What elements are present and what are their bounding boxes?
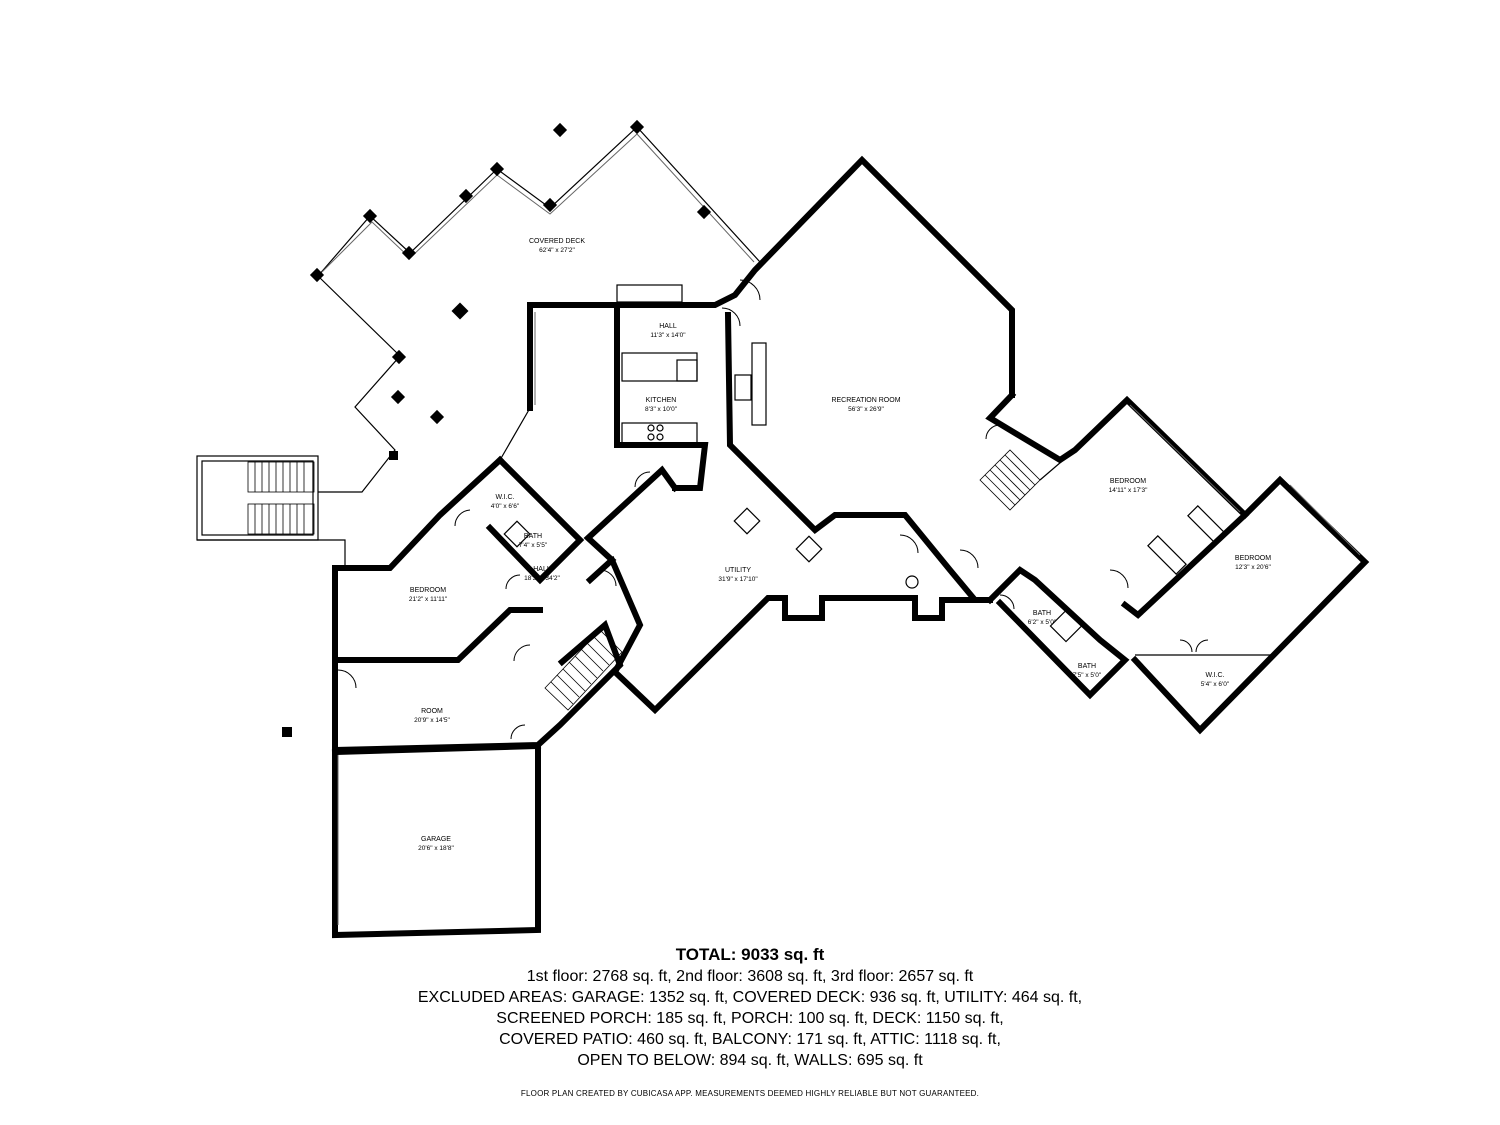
room-name-wic-right: W.I.C. (1205, 672, 1224, 679)
room-dim-bath-right: 7'5" x 5'0" (1073, 672, 1102, 679)
room-labels: COVERED DECK 62'4" x 27'2" HALL 11'3" x … (409, 238, 1272, 852)
room-dim-wic-left: 4'0" x 6'6" (491, 503, 520, 510)
room-dim-utility: 31'9" x 17'10" (718, 576, 758, 583)
room-dim-hall-top: 11'3" x 14'0" (650, 332, 686, 339)
room-name-bath-right: BATH (1078, 663, 1096, 670)
walls (331, 155, 1370, 939)
room-dim-bedroom-left: 21'2" x 11'11" (409, 596, 448, 603)
room-name-covered-deck: COVERED DECK (529, 238, 585, 245)
room-name-garage: GARAGE (421, 836, 451, 843)
room-name-bath-left: BATH (524, 533, 542, 540)
room-dim-room: 20'9" x 14'5" (414, 717, 450, 724)
excluded-areas-4: OPEN TO BELOW: 894 sq. ft, WALLS: 695 sq… (577, 1052, 923, 1069)
room-dim-bedroom-right1: 14'11" x 17'3" (1109, 487, 1148, 494)
room-name-bedroom-left: BEDROOM (410, 587, 446, 594)
room-name-wic-left: W.I.C. (495, 494, 514, 501)
room-name-recreation: RECREATION ROOM (831, 397, 900, 404)
room-name-utility: UTILITY (725, 567, 751, 574)
floor-areas: 1st floor: 2768 sq. ft, 2nd floor: 3608 … (526, 968, 974, 985)
room-name-bedroom-right2: BEDROOM (1235, 555, 1271, 562)
room-dim-recreation: 56'3" x 26'9" (848, 406, 884, 413)
room-name-kitchen: KITCHEN (646, 397, 677, 404)
area-summary: TOTAL: 9033 sq. ft 1st floor: 2768 sq. f… (0, 944, 1500, 1071)
disclaimer-footer: FLOOR PLAN CREATED BY CUBICASA APP. MEAS… (520, 1089, 980, 1098)
room-name-bedroom-right1: BEDROOM (1110, 478, 1146, 485)
doors (337, 279, 1209, 740)
room-dim-bath-mid: 6'2" x 5'0" (1028, 619, 1057, 626)
exterior-stairs (196, 455, 346, 568)
room-dim-covered-deck: 62'4" x 27'2" (539, 247, 575, 254)
room-name-hall-top: HALL (659, 323, 677, 330)
room-dim-kitchen: 8'3" x 10'0" (645, 406, 678, 413)
deck-posts (282, 119, 712, 737)
excluded-areas-1: EXCLUDED AREAS: GARAGE: 1352 sq. ft, COV… (417, 989, 1083, 1006)
covered-deck-outline (317, 126, 761, 493)
interior-details (337, 284, 1361, 925)
room-dim-garage: 20'6" x 18'8" (418, 845, 454, 852)
room-dim-bedroom-right2: 12'3" x 20'6" (1235, 564, 1271, 571)
excluded-areas-3: COVERED PATIO: 460 sq. ft, BALCONY: 171 … (499, 1031, 1001, 1048)
room-name-bath-mid: BATH (1033, 610, 1051, 617)
room-dim-hall-left: 18'3" x 34'2" (524, 575, 560, 582)
room-name-room: ROOM (421, 708, 443, 715)
room-dim-wic-right: 5'4" x 6'0" (1201, 681, 1230, 688)
room-name-hall-left: HALL (533, 566, 551, 573)
total-area: TOTAL: 9033 sq. ft (675, 945, 825, 964)
excluded-areas-2: SCREENED PORCH: 185 sq. ft, PORCH: 100 s… (496, 1010, 1004, 1027)
room-dim-bath-left: 7'4" x 5'5" (519, 542, 548, 549)
